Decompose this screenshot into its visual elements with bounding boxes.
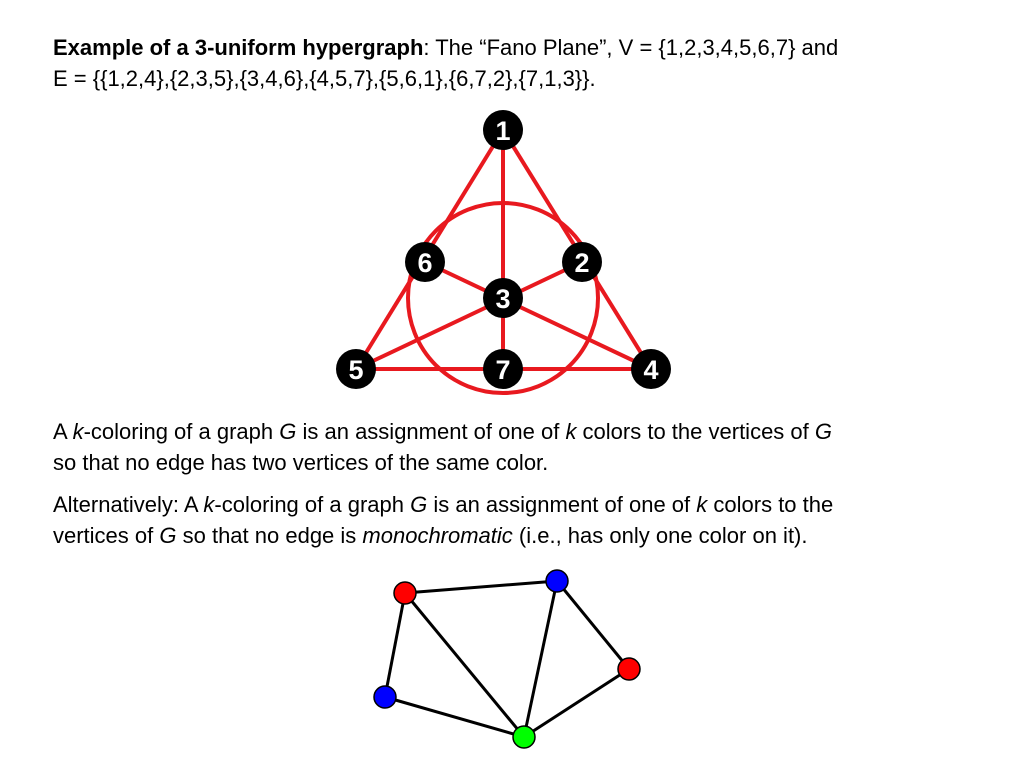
example-edge <box>384 695 525 739</box>
fano-vertex-7-label: 7 <box>495 355 510 385</box>
alternative-definition: Alternatively: A k-coloring of a graph G… <box>53 489 983 551</box>
title-paragraph: Example of a 3-uniform hypergraph: The “… <box>53 32 983 94</box>
fano-vertex-4: 4 <box>631 349 671 389</box>
fano-circle-2-4-6 <box>406 201 600 395</box>
title-bold: Example of a 3-uniform hypergraph <box>53 35 424 60</box>
example-edge <box>404 579 558 595</box>
def2-text: so that no edge is <box>176 523 363 548</box>
fano-vertex-1: 1 <box>483 110 523 150</box>
example-edge <box>403 592 526 738</box>
def1-text: A <box>53 419 73 444</box>
fano-vertex-2-label: 2 <box>574 248 589 278</box>
def1-text: is an assignment of one of <box>296 419 566 444</box>
def1-g: G <box>279 419 297 444</box>
def2-text: -coloring of a graph <box>214 492 411 517</box>
def2-text: colors to the <box>707 492 834 517</box>
fano-vertex-1-label: 1 <box>495 116 510 146</box>
fano-vertex-2: 2 <box>562 242 602 282</box>
fano-vertex-6-label: 6 <box>417 248 432 278</box>
example-node-green <box>512 725 536 749</box>
def1-text: colors to the vertices of <box>576 419 815 444</box>
example-node-blue <box>373 685 397 709</box>
fano-vertex-3: 3 <box>483 278 523 318</box>
def2-g: G <box>410 492 428 517</box>
title-rest-line1: : The “Fano Plane”, V = {1,2,3,4,5,6,7} … <box>423 35 839 60</box>
example-edge <box>523 667 630 739</box>
example-node-red <box>393 581 417 605</box>
k-coloring-definition: A k-coloring of a graph G is an assignme… <box>53 416 983 478</box>
def2-text: (i.e., has only one color on it). <box>512 523 808 548</box>
example-node-red <box>617 657 641 681</box>
def2-text: Alternatively: A <box>53 492 204 517</box>
fano-vertex-5: 5 <box>336 349 376 389</box>
def2-monochromatic: monochromatic <box>362 523 513 548</box>
example-edge <box>555 580 631 670</box>
fano-line-6-3-4 <box>424 260 652 371</box>
title-rest-line2: E = {{1,2,4},{2,3,5},{3,4,6},{4,5,7},{5,… <box>53 66 596 91</box>
def1-k: k <box>72 419 84 444</box>
fano-vertex-4-label: 4 <box>643 355 658 385</box>
example-edge <box>383 592 407 698</box>
def2-k: k <box>696 492 708 517</box>
def1-g: G <box>814 419 832 444</box>
fano-vertex-7: 7 <box>483 349 523 389</box>
fano-vertex-5-label: 5 <box>348 355 363 385</box>
def2-text: is an assignment of one of <box>427 492 697 517</box>
def1-text: -coloring of a graph <box>83 419 280 444</box>
def2-k: k <box>203 492 215 517</box>
example-node-blue <box>545 569 569 593</box>
def2-g: G <box>159 523 177 548</box>
def2-text: vertices of <box>53 523 160 548</box>
fano-line-2-3-5 <box>355 260 583 371</box>
example-graph-diagram <box>383 579 631 739</box>
fano-vertex-6: 6 <box>405 242 445 282</box>
fano-vertex-3-label: 3 <box>495 284 510 314</box>
def1-k: k <box>565 419 577 444</box>
def1-text: so that no edge has two vertices of the … <box>53 450 549 475</box>
example-edge <box>522 580 559 738</box>
